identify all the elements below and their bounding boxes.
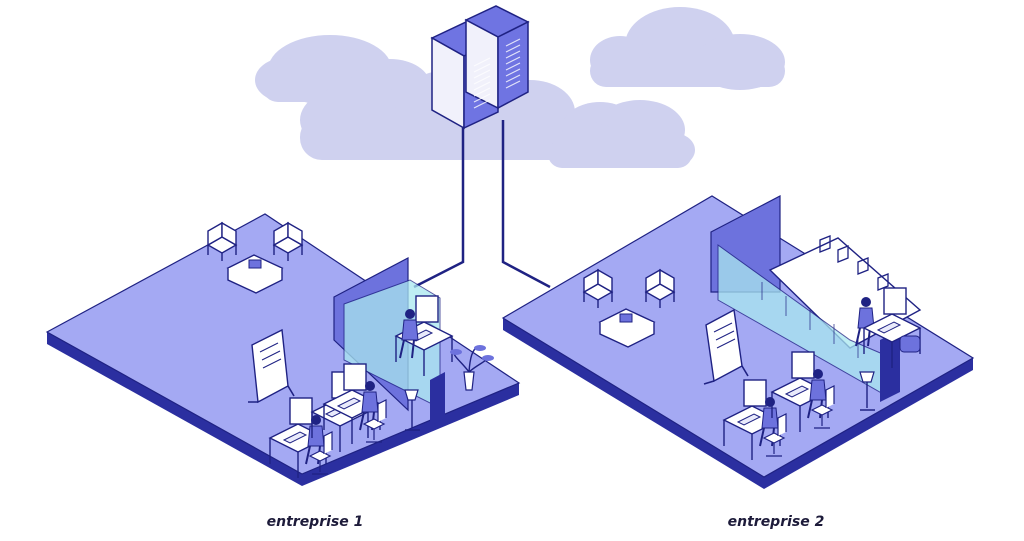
enterprise-1-office: [45, 213, 521, 486]
enterprise-1-label: entreprise 1: [266, 514, 364, 530]
link-enterprise-1: [413, 120, 465, 289]
link-enterprise-2: [501, 120, 551, 289]
enterprise-2-office: [501, 195, 975, 489]
lamp-icon: [859, 371, 875, 411]
meeting-chairs: [819, 235, 889, 291]
server-icon: [430, 5, 530, 130]
flipchart-icon: [703, 308, 749, 385]
cloud-lower-right: [548, 100, 695, 168]
cloud-group: [255, 7, 785, 168]
lamp-icon: [404, 389, 420, 431]
flipchart-icon: [248, 328, 295, 404]
cloud-right: [590, 7, 785, 90]
plant-icon: [450, 345, 494, 391]
enterprise-2-label: entreprise 2: [727, 514, 825, 530]
connection-lines: [413, 120, 551, 289]
